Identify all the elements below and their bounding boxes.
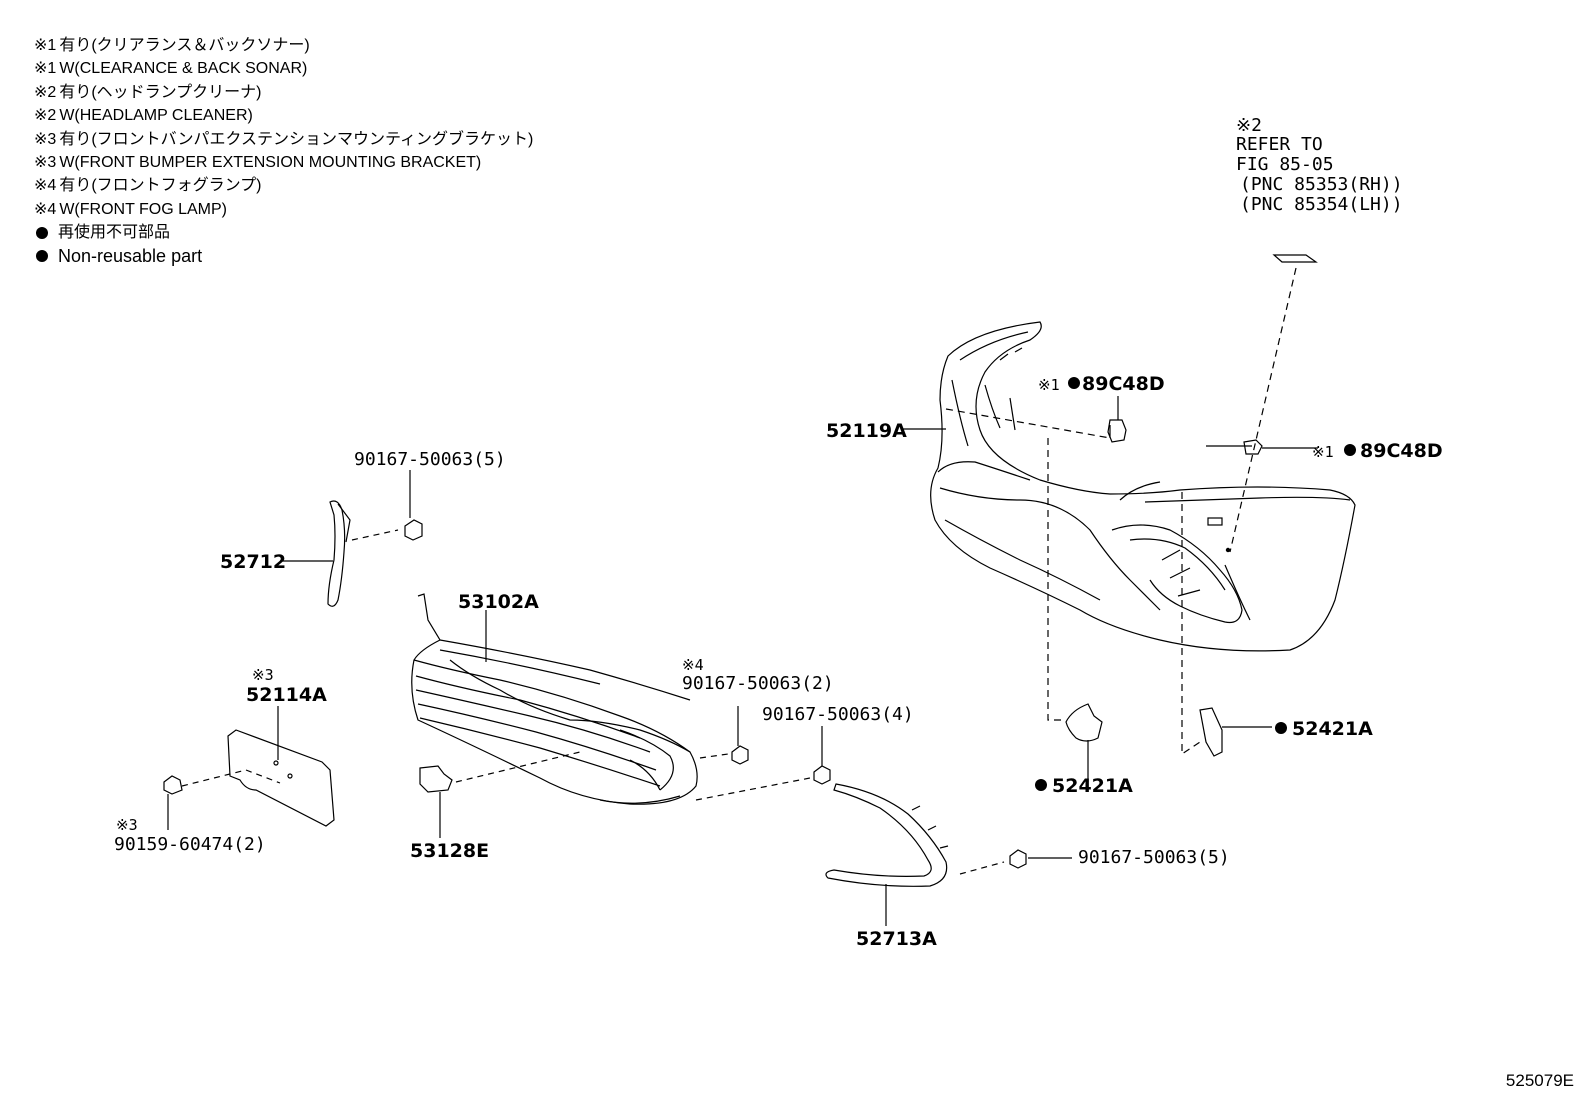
non-reusable-dot-icon [1035, 779, 1047, 791]
bracket-52712-drawing [327, 500, 346, 607]
callout-90159-60474-2: 90159-60474(2) [114, 834, 266, 855]
emblem-53128e-drawing [419, 765, 453, 793]
non-reusable-dot-icon [1068, 377, 1080, 389]
clip-89c48d-right-drawing [1243, 439, 1263, 455]
legend-text: 有り(ヘッドランプクリーナ) [59, 83, 262, 101]
legend-text: 再使用不可部品 [58, 224, 171, 242]
non-reusable-dot-icon [36, 226, 48, 239]
callout-52114a: 52114A [246, 684, 327, 706]
callout-90167-50063-2-mark: ※4 [682, 656, 704, 674]
bumper-guide-lines [945, 267, 1297, 756]
callout-90167-50063-5-bottom: 90167-50063(5) [1078, 847, 1230, 868]
legend-mark: ※3 [34, 130, 57, 148]
legend-row-10: Non-reusable part [34, 245, 533, 268]
part-52421a-left-drawing [1065, 703, 1103, 742]
callout-53102a: 53102A [458, 591, 539, 613]
legend-mark: ※2 [34, 107, 57, 125]
non-reusable-dot-icon [1275, 722, 1287, 734]
legend-mark: ※1 [34, 37, 57, 54]
figure-number: 525079E [1505, 1071, 1574, 1090]
bolt-90167-bottom-drawing [1009, 849, 1027, 869]
legend-text: Non-reusable part [58, 245, 203, 266]
legend-text: W(FRONT FOG LAMP) [59, 200, 228, 218]
callout-52119a: 52119A [826, 420, 907, 442]
callout-53128e: 53128E [410, 840, 489, 862]
non-reusable-dot-icon [36, 250, 48, 263]
part-52421a-right-drawing [1199, 707, 1223, 757]
bumper-cover-drawing [930, 321, 1356, 652]
grille-53102a-drawing [411, 593, 698, 805]
legend-mark: ※4 [34, 177, 57, 195]
legend-mark: ※4 [34, 200, 57, 218]
refer-line-1: REFER TO [1236, 134, 1323, 155]
bracket-52114a-drawing [227, 729, 335, 827]
screw-90159-drawing [163, 775, 183, 795]
legend-text: 有り(クリアランス＆バックソナー) [59, 37, 310, 54]
callout-89c48d-top: 89C48D [1082, 373, 1165, 395]
callout-52421a-right: 52421A [1292, 718, 1373, 740]
callout-89c48d-right-mark: ※1 [1312, 443, 1334, 461]
non-reusable-dot-icon [1344, 444, 1356, 456]
bolt-90167-2-drawing [731, 745, 749, 765]
refer-line-2: FIG 85-05 [1236, 154, 1334, 175]
legend-text: W(HEADLAMP CLEANER) [59, 107, 253, 125]
legend-text: W(FRONT BUMPER EXTENSION MOUNTING BRACKE… [59, 153, 482, 171]
callout-52421a-left: 52421A [1052, 775, 1133, 797]
legend-mark: ※2 [34, 83, 57, 101]
legend-mark: ※1 [34, 60, 57, 78]
callout-90167-50063-4: 90167-50063(4) [762, 704, 914, 725]
callout-52114a-mark: ※3 [252, 666, 274, 684]
legend-text: 有り(フロントフォグランプ) [59, 177, 262, 195]
bolt-90167-4-drawing [813, 765, 831, 785]
legend-text: 有り(フロントバンパエクステンションマウンティングブラケット) [59, 130, 534, 148]
callout-52713a: 52713A [856, 928, 937, 950]
callout-89c48d-right: 89C48D [1360, 440, 1443, 462]
refer-to-note: ※2 REFER TO FIG 85-05 (PNC 85353(RH)) (P… [1236, 115, 1403, 215]
callout-52712: 52712 [220, 551, 286, 573]
garnish-52713a-drawing [825, 783, 948, 887]
callout-90167-50063-5-top: 90167-50063(5) [354, 449, 506, 470]
legend-text: W(CLEARANCE & BACK SONAR) [59, 60, 308, 78]
callout-90167-50063-2: 90167-50063(2) [682, 673, 834, 694]
legend-mark: ※3 [34, 153, 57, 171]
callout-90159-mark: ※3 [116, 816, 138, 834]
clip-89c48d-top-drawing [1107, 419, 1127, 443]
bolt-90167-top-drawing [404, 519, 423, 541]
refer-line-3: (PNC 85353(RH)) [1240, 174, 1403, 195]
refer-mark: ※2 [1236, 115, 1262, 136]
headlamp-cleaner-cap-drawing [1272, 254, 1318, 263]
callout-89c48d-top-mark: ※1 [1038, 376, 1060, 394]
legend-row-9: 再使用不可部品 [34, 221, 533, 244]
refer-line-4: (PNC 85354(LH)) [1240, 194, 1403, 215]
